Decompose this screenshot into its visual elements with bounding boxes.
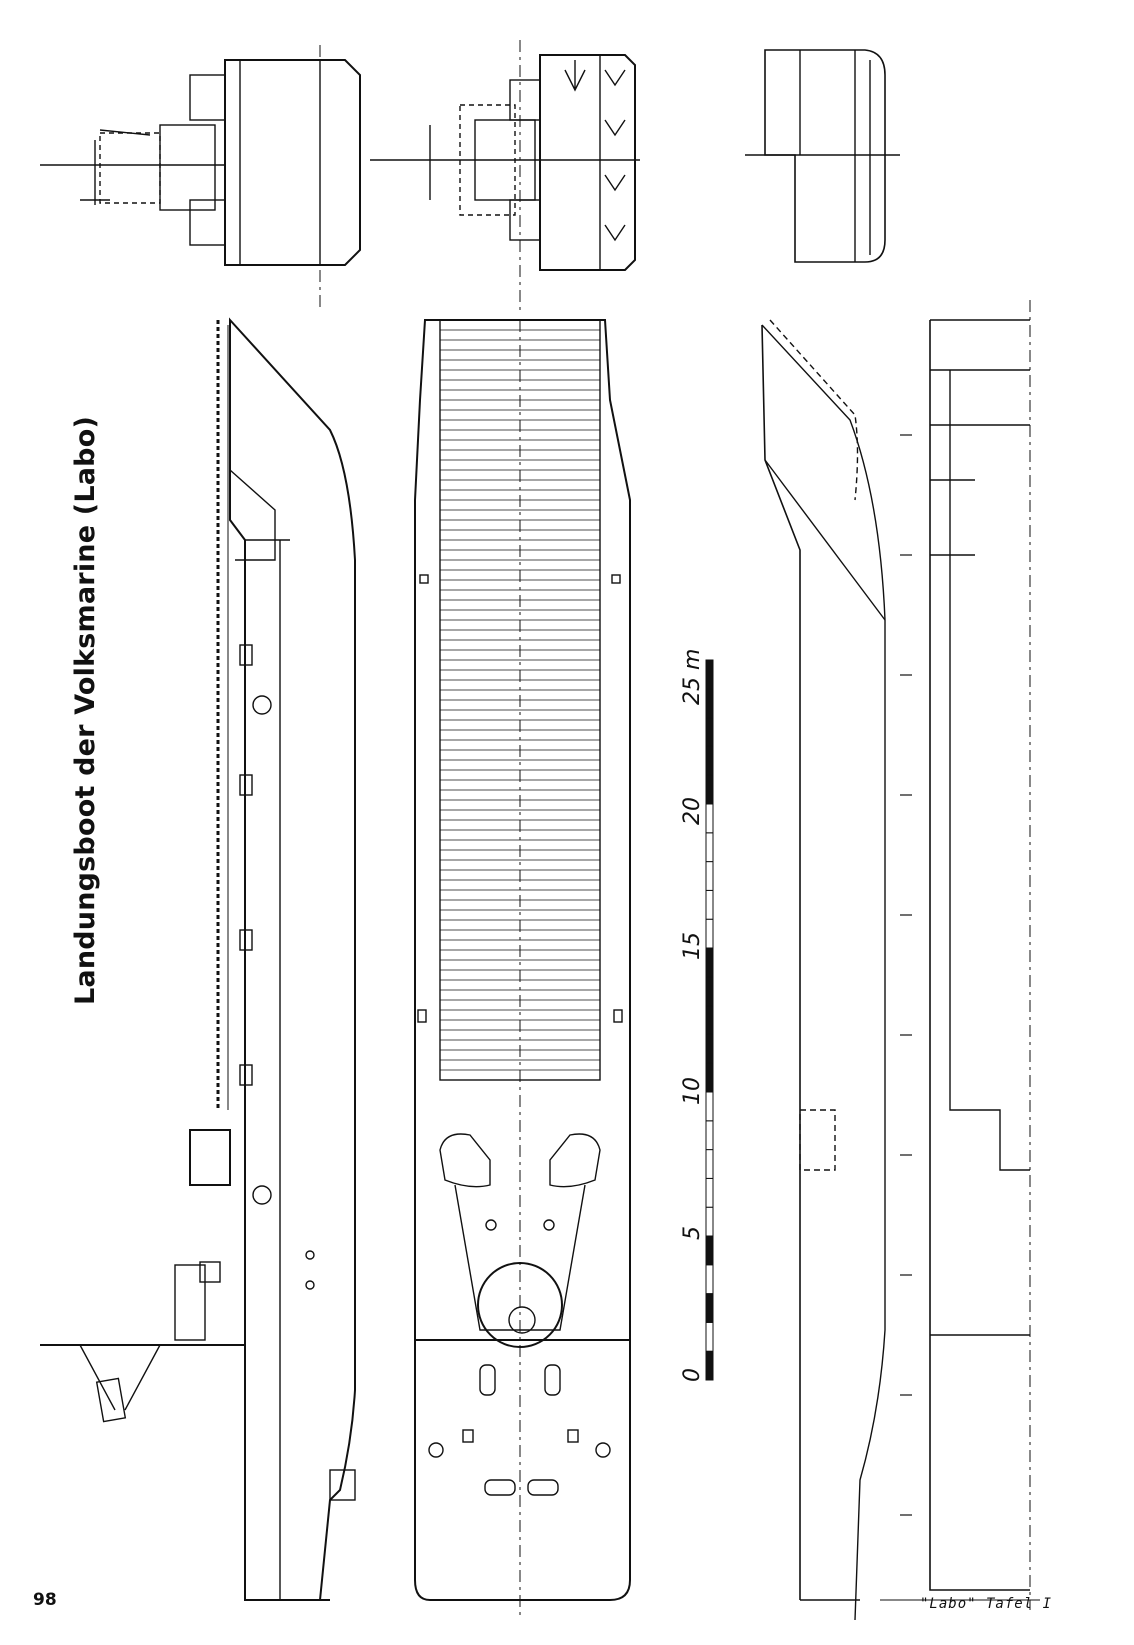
scale-segment <box>705 688 714 719</box>
scale-label-0: 0 <box>680 1368 705 1382</box>
side-elevation <box>40 317 356 1601</box>
body-plan-front <box>40 45 361 310</box>
scale-segment <box>705 1005 714 1035</box>
scale-segment <box>705 803 714 834</box>
scale-bar <box>705 659 714 1381</box>
scale-segment <box>705 1177 714 1208</box>
scale-segment <box>705 861 714 891</box>
scale-segment <box>705 1321 714 1352</box>
scale-segment <box>705 832 714 863</box>
body-plan-rear <box>370 40 640 310</box>
scale-segment <box>705 659 714 690</box>
scale-segment <box>705 889 714 920</box>
page-number: 98 <box>33 1590 57 1610</box>
scale-label-20: 20 <box>680 797 705 825</box>
hull-lines-section <box>745 49 900 263</box>
scale-segment <box>705 1033 714 1064</box>
scale-segment <box>705 918 714 949</box>
scale-label-5: 5 <box>680 1226 705 1240</box>
scale-segment <box>705 1120 714 1151</box>
scale-segment <box>705 1062 714 1093</box>
scale-segment <box>705 745 714 776</box>
drawing-title: Landungsboot der Volksmarine (Labo) <box>70 416 101 1005</box>
plate-caption: "Labo" Tafel I <box>920 1596 1053 1612</box>
scale-segment <box>705 1264 714 1295</box>
scale-segment <box>705 1350 714 1381</box>
scale-label-10: 10 <box>680 1077 705 1105</box>
hull-lines-plan <box>900 300 1031 1610</box>
scale-segment <box>705 1293 714 1323</box>
scale-segment <box>705 1091 714 1122</box>
scale-label-25: 25 m <box>680 648 705 705</box>
hull-lines-profile <box>761 319 1040 1621</box>
scale-segment <box>705 774 714 805</box>
scale-segment <box>705 717 714 747</box>
scale-segment <box>705 947 714 978</box>
deck-plan <box>414 319 631 1620</box>
scale-segment <box>705 976 714 1007</box>
scale-label-15: 15 <box>680 932 705 960</box>
scale-segment <box>705 1206 714 1237</box>
scale-segment <box>705 1149 714 1179</box>
scale-segment <box>705 1235 714 1266</box>
